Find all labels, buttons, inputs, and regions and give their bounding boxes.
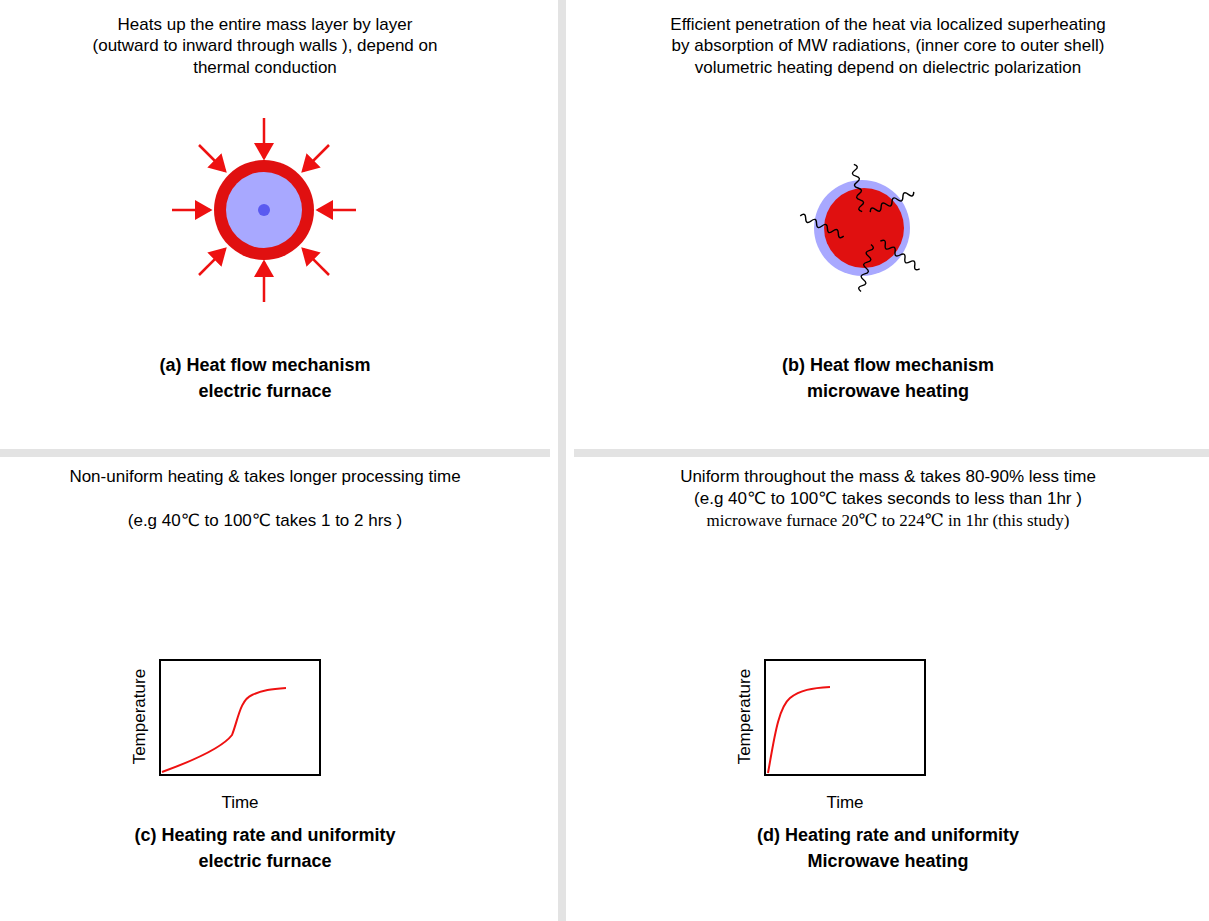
- heating-chart: [160, 660, 320, 775]
- axis-label: Temperature: [734, 669, 755, 764]
- divider: [558, 0, 566, 921]
- description: microwave furnace 20℃ to 224℃ in 1hr (th…: [658, 510, 1118, 531]
- description: Uniform throughout the mass & takes 80-9…: [658, 466, 1118, 487]
- microwave-waves: [799, 164, 921, 292]
- axis-label: Time: [200, 792, 280, 813]
- microwave-sphere: [814, 180, 910, 276]
- heating-chart: [765, 660, 925, 775]
- divider: [0, 449, 550, 457]
- heat-arrows: [172, 118, 356, 302]
- description: Efficient penetration of the heat via lo…: [668, 14, 1108, 78]
- description: Heats up the entire mass layer by layer …: [90, 14, 440, 78]
- caption: (c) Heating rate and uniformity electric…: [115, 822, 415, 874]
- caption: (d) Heating rate and uniformity Microwav…: [738, 822, 1038, 874]
- caption: (a) Heat flow mechanism electric furnace: [145, 352, 385, 404]
- description: (e.g 40℃ to 100℃ takes 1 to 2 hrs ): [55, 510, 475, 531]
- description: Non-uniform heating & takes longer proce…: [55, 466, 475, 487]
- caption: (b) Heat flow mechanism microwave heatin…: [768, 352, 1008, 404]
- axis-label: Time: [805, 792, 885, 813]
- description: (e.g 40℃ to 100℃ takes seconds to less t…: [658, 488, 1118, 509]
- furnace-sphere: [214, 160, 314, 260]
- divider: [574, 449, 1209, 457]
- axis-label: Temperature: [129, 669, 150, 764]
